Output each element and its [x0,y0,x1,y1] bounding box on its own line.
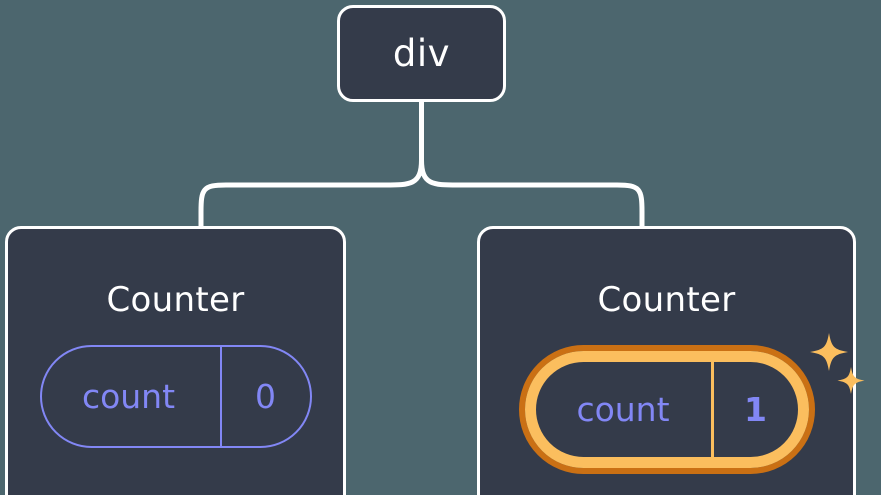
connector-to-right-child [419,157,645,233]
state-pill-wrap-left: count 0 [39,345,312,448]
state-pill-wrap-right: count 1 [518,333,864,474]
state-pill-right-highlight-ring: count 1 [518,345,815,474]
sparkle-large-icon [809,333,848,371]
node-counter-left[interactable]: Counter count 0 [5,226,346,495]
state-value-left: 0 [219,347,310,446]
connector-to-left-child [198,157,424,233]
sparkle-small-icon [837,367,864,394]
state-value-right: 1 [710,362,798,457]
node-counter-right-label: Counter [597,280,736,320]
state-key-left: count [81,377,176,416]
state-pill-left[interactable]: count 0 [39,345,312,448]
state-pill-right[interactable]: count 1 [524,351,809,468]
node-div-label: div [392,32,451,75]
node-counter-right[interactable]: Counter count 1 [477,226,864,495]
node-counter-left-label: Counter [106,280,245,320]
state-key-right: count [576,390,670,429]
node-div[interactable]: div [337,5,506,102]
